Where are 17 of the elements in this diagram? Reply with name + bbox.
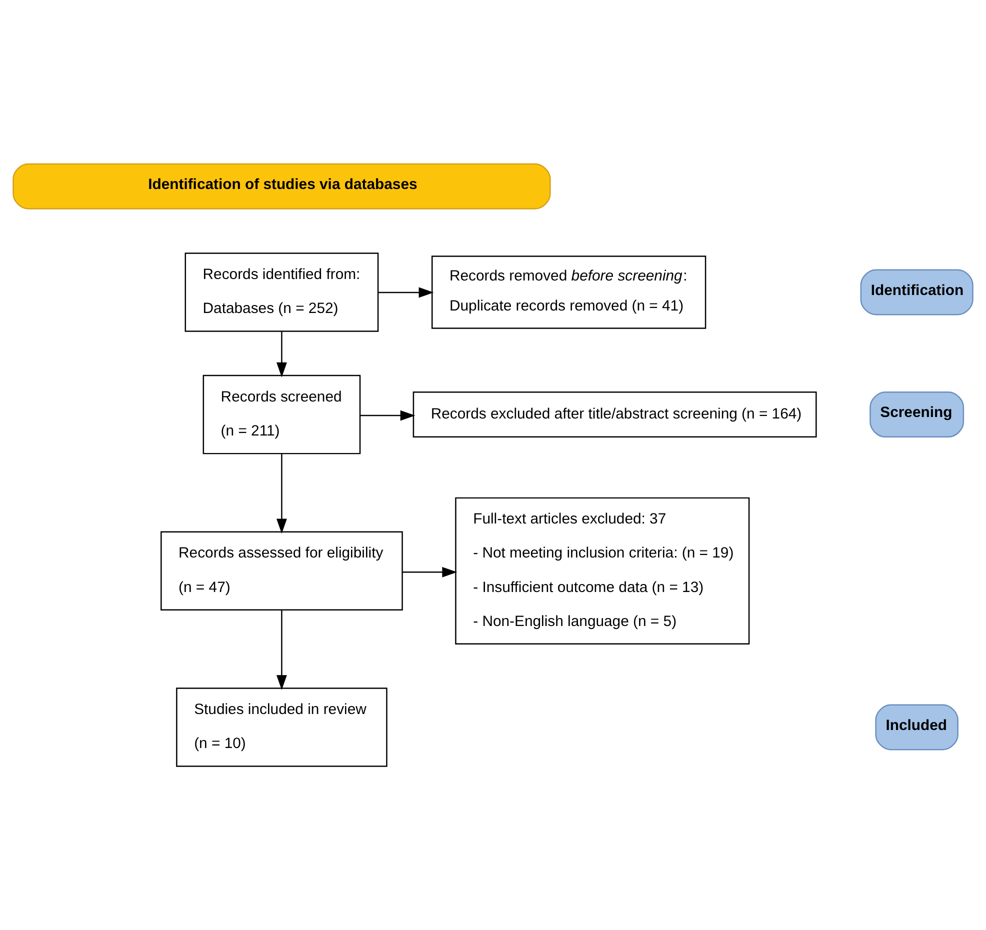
node-box: Records identified from: Databases (n = 252) [184, 252, 379, 332]
arrow [276, 331, 287, 378]
arrow [276, 610, 287, 690]
node-box: Full-text articles excluded: 37 - Not meeting inclusion criteria: (n = 19) - Insufficient outcome data (n = 13) - Non-English language (n = 5) [455, 497, 750, 644]
node-box: Studies included in review (n = 10) [176, 688, 388, 767]
node-box: Screening [870, 392, 964, 438]
node-box: Records excluded after title/abstract screening (n = 164) [412, 392, 817, 438]
node-box: Records screened (n = 211) [202, 374, 361, 454]
arrow [276, 454, 287, 534]
node-box: Identification of studies via databases [12, 163, 551, 210]
arrow [360, 410, 416, 421]
node-box: Records assessed for eligibility (n = 47) [160, 531, 403, 611]
arrow [378, 287, 434, 298]
node-box: Included [875, 704, 958, 750]
node-box: Identification [860, 269, 974, 316]
node-box: Records removed before screening: Duplicate records removed (n = 41) [431, 256, 706, 329]
arrow [402, 566, 458, 578]
